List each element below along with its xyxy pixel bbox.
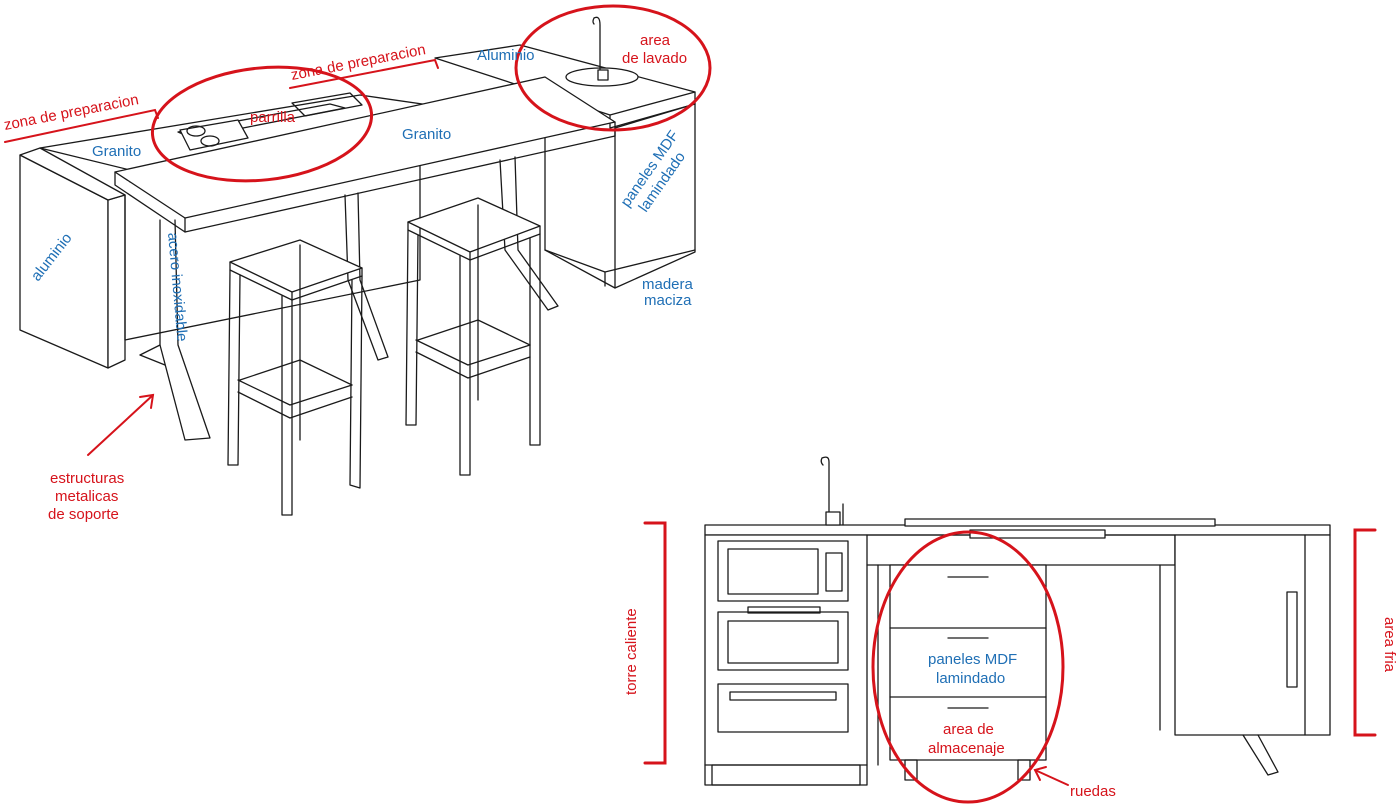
left-steel-leg (139, 219, 211, 441)
label-paneles-front-2: lamindado (936, 670, 1005, 687)
sink-unit (434, 16, 696, 289)
center-storage (866, 529, 1176, 781)
label-madera-1: madera (642, 276, 694, 293)
bar-top (114, 76, 616, 361)
storage-zone-ring (871, 530, 1065, 804)
label-granito-left: Granito (92, 143, 141, 160)
label-estructuras-3: de soporte (48, 506, 119, 523)
cold-area (1174, 534, 1331, 776)
label-aluminio-top: Aluminio (477, 47, 535, 64)
stool-left (227, 239, 363, 516)
label-granito-center: Granito (402, 126, 451, 143)
label-paneles-front-1: paneles MDF (928, 651, 1017, 668)
front-markers (643, 521, 1377, 804)
perspective-view: zona de preparacion zona de preparacion … (3, 4, 712, 523)
front-elevation: torre caliente area fria paneles MDF lam… (623, 456, 1398, 804)
label-almacenaje-1: area de (943, 721, 994, 738)
lavado-zone-ring (514, 4, 712, 132)
label-estructuras-2: metalicas (55, 488, 118, 505)
label-area-lavado-1: area (640, 32, 671, 49)
left-counter-top (39, 92, 451, 341)
label-parrilla: parrilla (250, 109, 296, 126)
label-area-fria: area fria (1381, 617, 1398, 673)
hot-tower (704, 456, 868, 786)
parrilla-zone-ring (150, 65, 374, 183)
zone-markers (4, 4, 712, 456)
label-acero-inoxidable: acero inoxidable (164, 232, 190, 342)
label-estructuras-1: estructuras (50, 470, 124, 487)
label-zona-preparacion-center: zona de preparacion (290, 41, 427, 84)
left-aluminium-block (19, 147, 126, 369)
stool-right (405, 197, 541, 476)
label-almacenaje-2: almacenaje (928, 740, 1005, 757)
label-ruedas: ruedas (1070, 783, 1116, 800)
label-area-lavado-2: de lavado (622, 50, 687, 67)
label-torre-caliente: torre caliente (623, 608, 640, 695)
label-madera-2: maciza (644, 292, 692, 309)
